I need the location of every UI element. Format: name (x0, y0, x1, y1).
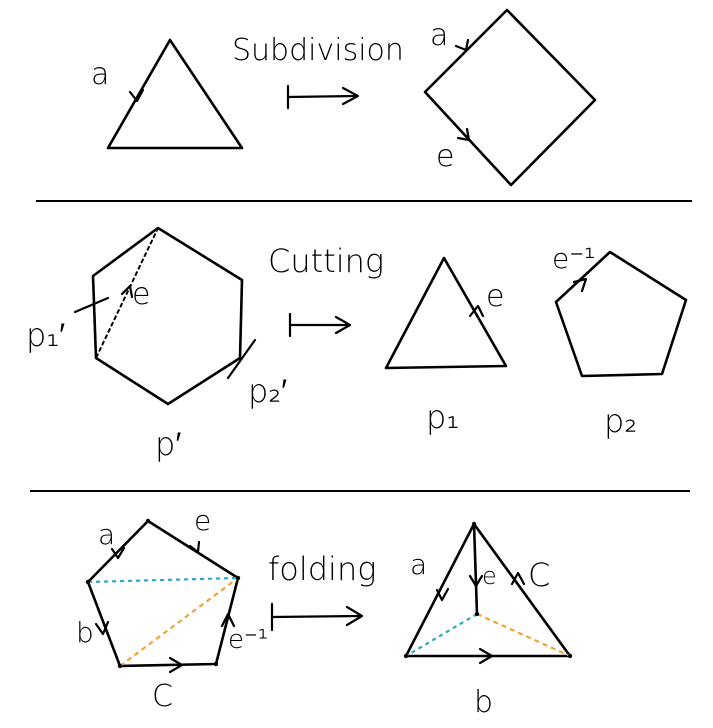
orange-dashed-line (119, 577, 239, 667)
pent-label-einv: e⁻¹ (228, 625, 268, 655)
arrow-right-icon-3 (478, 647, 494, 665)
arrow-up-icon (120, 284, 134, 299)
row1-square (423, 8, 597, 187)
row2-pentagon (554, 250, 688, 378)
arrow-up-icon-2 (468, 304, 485, 318)
arrow-right-icon-2 (168, 656, 184, 674)
pent-label-a: a (98, 518, 115, 551)
arrow-up-icon-4 (510, 571, 526, 586)
row3-operation-label: folding (268, 550, 376, 588)
row3-triangle (403, 521, 573, 665)
row2-triangle (384, 256, 508, 370)
pentagon-label: p₂ (604, 402, 637, 440)
tri-label-e: e (482, 562, 497, 590)
pent-label-e: e (194, 504, 211, 537)
arrow-right-icon (572, 277, 588, 293)
arrow-down-right-icon (456, 127, 471, 142)
arrow-down-icon-2 (94, 620, 110, 636)
row1-triangle (106, 38, 244, 150)
row1-square-bottom-label: e (436, 139, 454, 174)
row1-triangle-edge-label: a (91, 57, 109, 92)
arrow-down-left-icon-2 (110, 546, 126, 560)
triangle-edge-label: e (486, 279, 504, 314)
row3-pentagon (85, 518, 241, 674)
hex-label-p2: p₂′ (248, 372, 287, 410)
tri-label-a: a (410, 548, 427, 581)
tri-label-b: b (474, 685, 493, 720)
arrow-down-right-icon-2 (188, 540, 201, 554)
blue-dashed-line (87, 576, 239, 584)
triangle-label: p₁ (426, 398, 459, 436)
arrow-up-icon-3 (220, 612, 236, 628)
arrow-down-icon-3 (435, 587, 450, 602)
blue-dashed-line-2 (405, 613, 478, 657)
arrow-down-icon (128, 88, 145, 103)
tri-label-c: C (528, 556, 550, 594)
row1-square-top-label: a (430, 18, 448, 53)
row1-operation-label: Subdivision (232, 33, 404, 68)
row2-operation-label: Cutting (268, 242, 384, 280)
cut-line (95, 227, 159, 359)
pent-label-b: b (76, 616, 94, 649)
hex-edge-label: e (132, 277, 150, 312)
pentagon-edge-label: e⁻¹ (552, 242, 595, 275)
row2-hexagon (73, 226, 257, 406)
maps-to-arrow-icon-3 (270, 602, 364, 632)
hex-label-p: p′ (155, 425, 181, 463)
orange-dashed-line-2 (476, 612, 571, 658)
pent-label-c: C (152, 679, 173, 714)
hex-label-p1: p₁′ (26, 316, 65, 354)
maps-to-arrow-icon (286, 84, 360, 110)
arrow-down-left-icon (454, 38, 470, 52)
arrow-down-icon-4 (468, 574, 484, 588)
maps-to-arrow-icon-2 (288, 312, 352, 338)
